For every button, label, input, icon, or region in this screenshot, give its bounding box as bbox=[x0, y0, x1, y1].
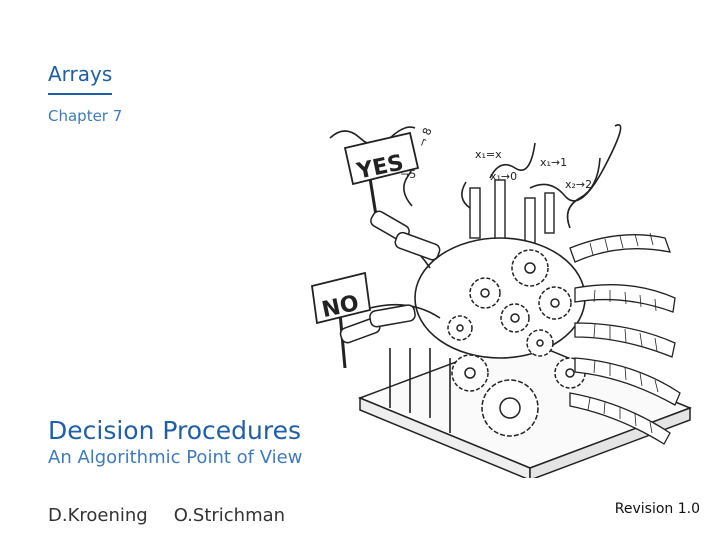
chimneys bbox=[469, 179, 555, 244]
author-1: D.Kroening bbox=[48, 505, 148, 526]
no-sign: NO bbox=[310, 271, 372, 369]
svg-text:x₁=x: x₁=x bbox=[475, 148, 502, 161]
title-block: Arrays Chapter 7 bbox=[48, 64, 122, 125]
book-title: Decision Procedures bbox=[48, 416, 302, 445]
decision-machine-illustration: ¬ 8 ¬5 x₁=x x₁→0 x₁→1 x₂→2 bbox=[300, 118, 700, 482]
chapter-number: Chapter 7 bbox=[48, 107, 123, 125]
gears bbox=[447, 249, 586, 437]
tape-ticks bbox=[587, 232, 659, 434]
author-2: O.Strichman bbox=[173, 505, 286, 526]
svg-text:¬ 8: ¬ 8 bbox=[416, 126, 435, 149]
machine-drawing: ¬ 8 ¬5 x₁=x x₁→0 x₁→1 x₂→2 bbox=[310, 124, 693, 482]
book-info: Decision Procedures An Algorithmic Point… bbox=[48, 417, 302, 468]
chapter-title: Arrays bbox=[48, 64, 113, 95]
revision-label: Revision 1.0 bbox=[614, 501, 700, 517]
book-subtitle: An Algorithmic Point of View bbox=[48, 446, 303, 468]
svg-text:x₁→1: x₁→1 bbox=[540, 156, 567, 169]
robot-arms bbox=[339, 210, 441, 344]
svg-text:x₂→2: x₂→2 bbox=[565, 178, 592, 191]
authors: D.Kroening O.Strichman bbox=[48, 505, 285, 526]
paper-tapes bbox=[569, 234, 681, 445]
